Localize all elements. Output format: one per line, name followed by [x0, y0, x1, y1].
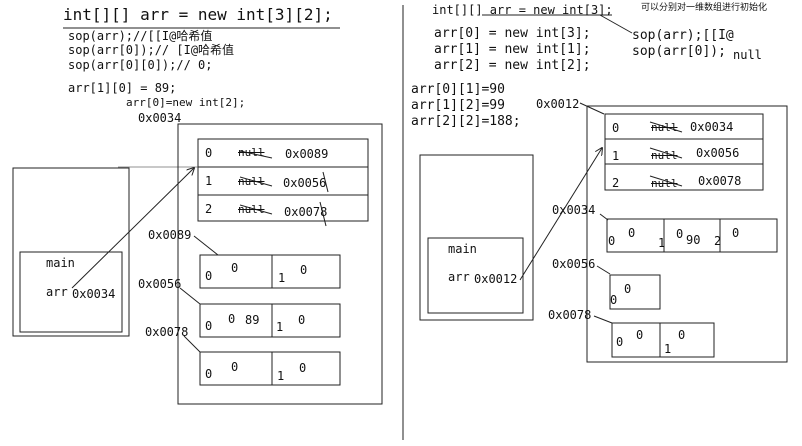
right-sop-line-2: sop(arr[0]);	[632, 44, 726, 59]
right-inner-addr-0034: 0x0034	[552, 203, 596, 217]
left-code-line-5: arr[0]=new int[2];	[126, 96, 246, 109]
right-stack-label: main	[448, 242, 477, 256]
left-inner-0078-index-1: 1	[277, 369, 285, 383]
left-arr-ref-value: 0x0034	[72, 287, 116, 301]
left-outer-index-2: 2	[205, 202, 213, 216]
right-inner-0078-value-0: 0	[636, 328, 644, 342]
stack-frame-box	[12, 167, 130, 337]
left-outer-new-2: 0x0078	[284, 205, 328, 219]
left-code-line-4: arr[1][0] = 89;	[68, 81, 177, 95]
right-sop-null: null	[733, 48, 762, 62]
right-outer-index-0: 0	[612, 121, 620, 135]
inner-array-0078-box	[199, 351, 341, 386]
left-inner-0056-value-0: 89	[245, 313, 260, 327]
right-inner-0078-index-0: 0	[616, 335, 624, 349]
left-inner-0056-index-0: 0	[205, 319, 213, 333]
left-inner-addr-0078: 0x0078	[145, 325, 189, 339]
right-inner-0034-new-value-1: 90	[686, 233, 701, 247]
right-inner-addr-0078: 0x0078	[548, 308, 592, 322]
left-outer-index-0: 0	[205, 146, 213, 160]
left-inner-0056-old-value-0: 0	[228, 312, 236, 326]
right-inner-0034-value-2: 0	[732, 226, 740, 240]
right-inner-0034-index-0: 0	[608, 234, 616, 248]
right-arr-ref-value: 0x0012	[474, 272, 518, 286]
left-inner-0056-index-1: 1	[276, 320, 284, 334]
left-inner-0089-index-1: 1	[278, 271, 286, 285]
right-sop-line-1: sop(arr);[[I@	[632, 28, 734, 43]
right-inner-0056-value-0: 0	[624, 282, 632, 296]
right-inner-0078-index-1: 1	[664, 342, 672, 356]
right-code-title: int[][] arr = new int[3];	[432, 3, 613, 17]
inner-array-0034-box	[606, 218, 778, 253]
left-outer-old-1: null	[238, 175, 265, 188]
left-stack-label: main	[46, 256, 75, 270]
left-arr-ref: arr	[46, 285, 68, 299]
left-inner-addr-0089: 0x0089	[148, 228, 192, 242]
left-outer-new-0: 0x0089	[285, 147, 329, 161]
right-inner-0034-index-2: 2	[714, 234, 722, 248]
right-outer-index-2: 2	[612, 176, 620, 190]
right-inner-0034-value-1: 0	[676, 227, 684, 241]
left-outer-old-0: null	[238, 146, 265, 159]
right-outer-new-2: 0x0078	[698, 174, 742, 188]
right-outer-index-1: 1	[612, 149, 620, 163]
inner-array-0056-box-right	[609, 274, 661, 310]
left-inner-0078-value-1: 0	[299, 361, 307, 375]
left-outer-old-2: null	[238, 203, 265, 216]
left-inner-0089-value-0: 0	[231, 261, 239, 275]
left-inner-0089-value-1: 0	[300, 263, 308, 277]
right-inner-0034-value-0: 0	[628, 226, 636, 240]
right-inner-0034-index-1: 1	[658, 236, 666, 250]
left-code-line-3: sop(arr[0][0]);// 0;	[68, 58, 213, 72]
right-outer-old-1: null	[651, 149, 678, 162]
right-note: 可以分别对一维数组进行初始化	[641, 3, 768, 13]
right-arr-ref: arr	[448, 270, 470, 284]
right-code-line-2: arr[1] = new int[1];	[434, 42, 591, 57]
right-outer-new-0: 0x0034	[690, 120, 734, 134]
left-outer-new-1: 0x0056	[283, 176, 327, 190]
right-outer-new-1: 0x0056	[696, 146, 740, 160]
right-outer-addr: 0x0012	[536, 97, 580, 111]
stack-frame-box-right	[419, 154, 534, 321]
left-code-line-1: sop(arr);//[[I@哈希值	[68, 29, 213, 43]
left-code-title: int[][] arr = new int[3][2];	[63, 5, 333, 24]
left-code-line-2: sop(arr[0]);// [I@哈希值	[68, 43, 235, 57]
outer-array-box-right	[604, 113, 764, 191]
heap-box-right	[586, 105, 788, 363]
right-outer-old-2: null	[651, 177, 678, 190]
inner-array-0089-box	[199, 254, 341, 289]
left-inner-0078-value-0: 0	[231, 360, 239, 374]
right-assign-line-3: arr[2][2]=188;	[411, 114, 521, 129]
inner-array-0056-box	[199, 303, 341, 338]
left-outer-index-1: 1	[205, 174, 213, 188]
left-inner-0056-value-1: 0	[298, 313, 306, 327]
left-inner-0078-index-0: 0	[205, 367, 213, 381]
inner-array-0078-box-right	[611, 322, 715, 358]
right-assign-line-2: arr[1][2]=99	[411, 98, 505, 113]
left-outer-addr: 0x0034	[138, 111, 182, 125]
left-inner-addr-0056: 0x0056	[138, 277, 182, 291]
ref-arrow	[71, 168, 194, 289]
right-code-line-3: arr[2] = new int[2];	[434, 58, 591, 73]
heap-box	[177, 123, 383, 405]
right-inner-0078-value-1: 0	[678, 328, 686, 342]
ref-arrow-right	[519, 148, 602, 281]
right-outer-old-0: null	[651, 121, 678, 134]
right-inner-addr-0056: 0x0056	[552, 257, 596, 271]
right-code-line-1: arr[0] = new int[3];	[434, 26, 591, 41]
outer-array-box	[197, 138, 369, 222]
left-inner-0089-index-0: 0	[205, 269, 213, 283]
right-inner-0056-index-0: 0	[610, 293, 618, 307]
main-frame-box	[19, 251, 123, 333]
right-assign-line-1: arr[0][1]=90	[411, 82, 505, 97]
